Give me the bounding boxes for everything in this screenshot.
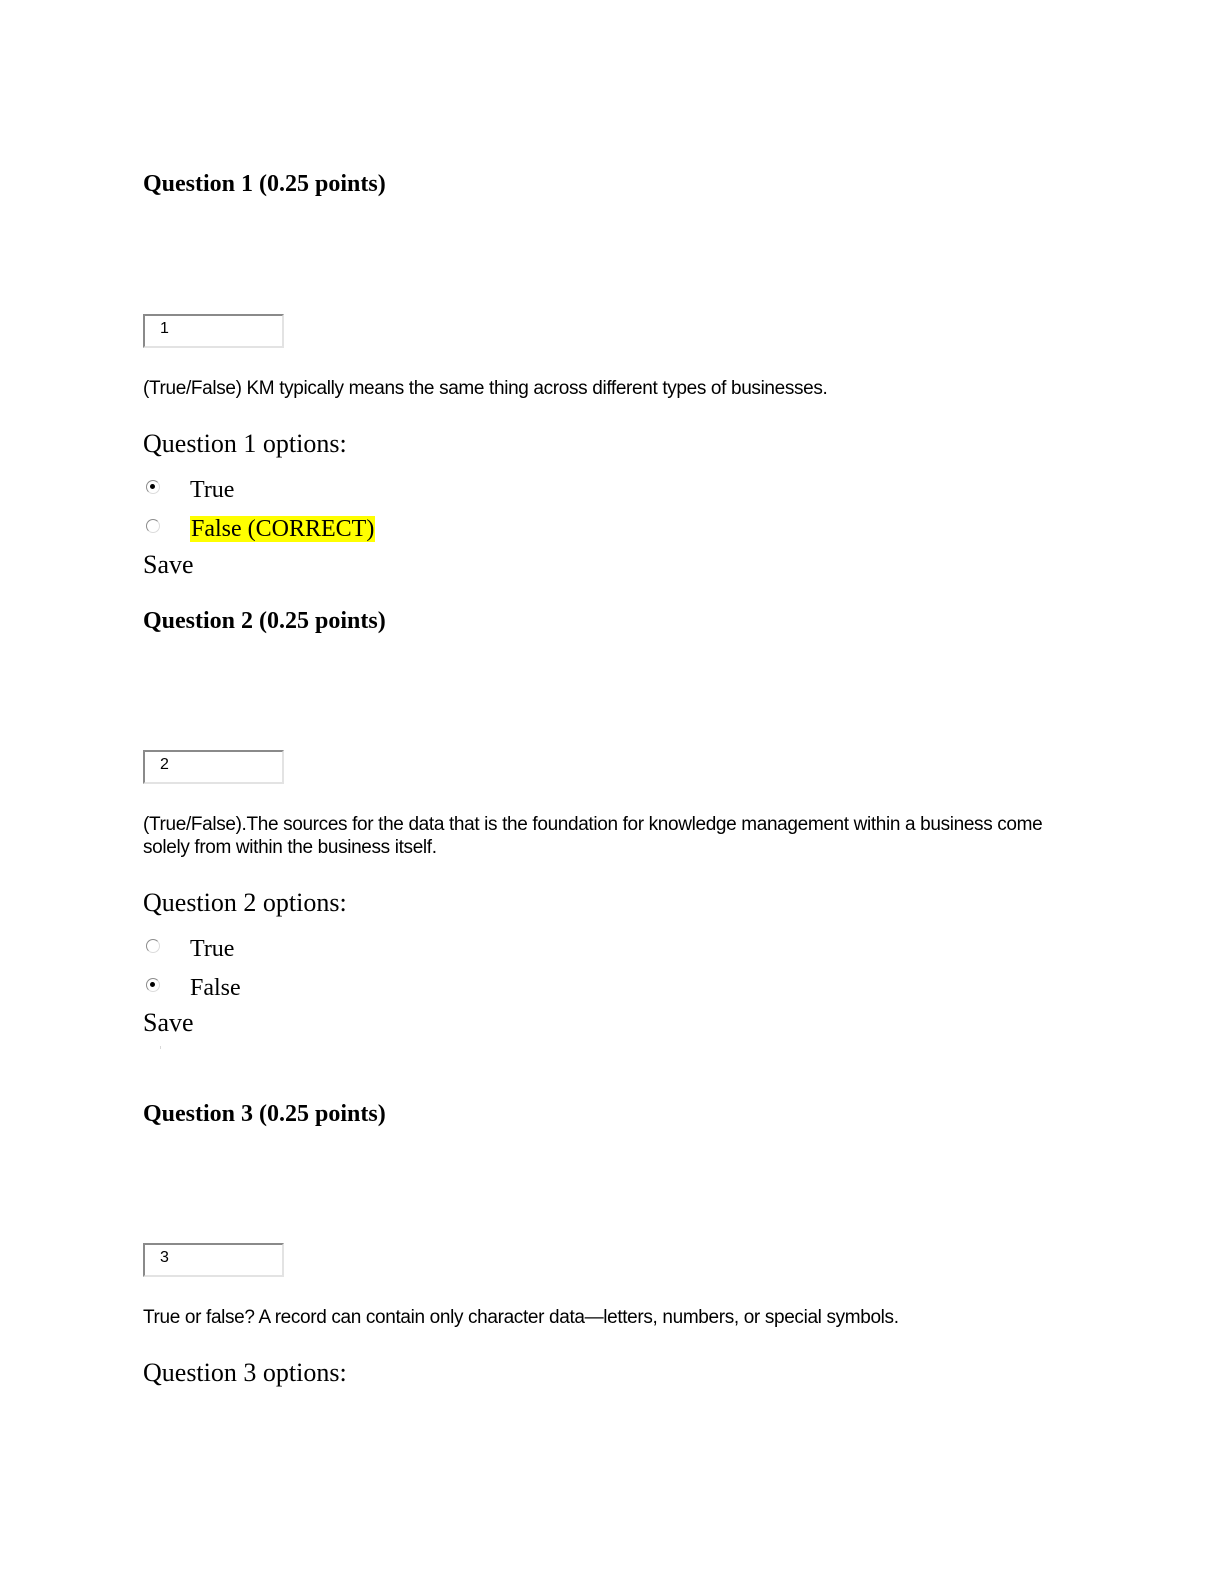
question-2-option-true-radio[interactable] [146,939,160,953]
radio-selected-dot [150,982,155,987]
question-3-heading: Question 3 (0.25 points) [143,1101,386,1127]
question-2-option-false-label[interactable]: False [190,975,241,1001]
question-1-option-false-label[interactable]: False (CORRECT) [190,515,376,543]
correct-answer-highlight: False (CORRECT) [190,516,376,542]
question-1-text: (True/False) KM typically means the same… [143,378,828,399]
question-2-number-box: 2 [143,750,284,784]
question-1-heading: Question 1 (0.25 points) [143,171,386,197]
artifact-mark [160,1046,161,1049]
question-1-option-false-radio[interactable] [146,519,160,533]
question-2-number: 2 [160,756,169,773]
question-2-text: (True/False).The sources for the data th… [143,814,1043,858]
question-1-options-heading: Question 1 options: [143,429,347,458]
question-2-heading: Question 2 (0.25 points) [143,608,386,634]
question-3-number-box: 3 [143,1243,284,1277]
question-2-save-button[interactable]: Save [143,1008,194,1037]
question-1-option-true-label[interactable]: True [190,477,235,503]
radio-selected-dot [150,484,155,489]
question-1-option-true-radio[interactable] [146,480,160,494]
question-3-options-heading: Question 3 options: [143,1358,347,1387]
question-1-number: 1 [160,320,169,337]
question-1-number-box: 1 [143,314,284,348]
question-2-option-true-label[interactable]: True [190,936,235,962]
question-3-number: 3 [160,1249,169,1266]
question-1-save-button[interactable]: Save [143,550,194,579]
question-3-text: True or false? A record can contain only… [143,1307,899,1328]
question-2-option-false-radio[interactable] [146,978,160,992]
question-2-options-heading: Question 2 options: [143,888,347,917]
